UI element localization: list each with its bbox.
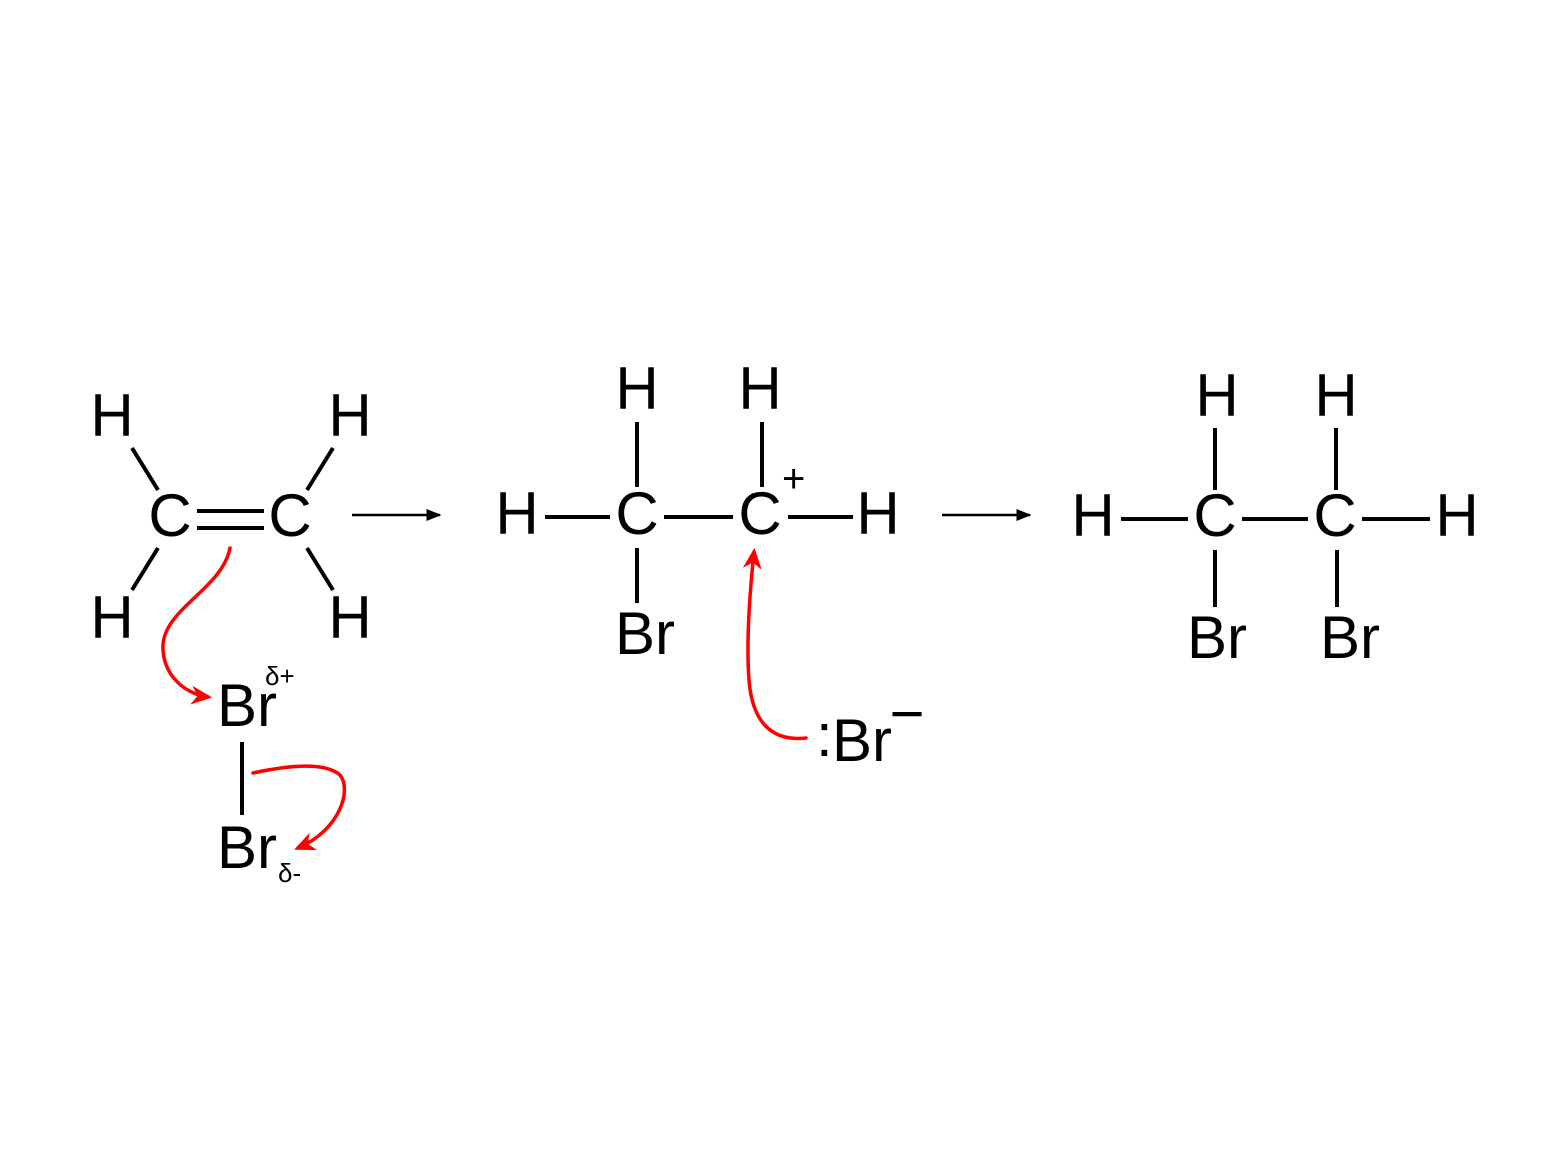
atom-c-cation: C bbox=[738, 480, 781, 547]
atom-br-attached: Br bbox=[615, 600, 675, 667]
atom-c-second-product: C bbox=[1313, 482, 1356, 549]
bromide-lone-pair: : bbox=[816, 702, 833, 769]
carbocation-charge: + bbox=[782, 457, 805, 501]
carbocation-intermediate: H C C H H H Br + bbox=[495, 355, 899, 667]
atom-h-top-left: H bbox=[90, 382, 133, 449]
atom-h-top-first-product: H bbox=[1195, 362, 1238, 429]
atom-c-first-product: C bbox=[1193, 482, 1236, 549]
atom-br-bottom: Br bbox=[217, 814, 277, 881]
curly-arrow-pi-to-br bbox=[161, 546, 232, 705]
bond-c-h-bottom-right bbox=[305, 546, 335, 592]
atom-h-top-first: H bbox=[615, 355, 658, 422]
atom-c-right: C bbox=[268, 482, 311, 549]
atom-h-bottom-left: H bbox=[90, 584, 133, 651]
atom-br-second-product: Br bbox=[1320, 604, 1380, 671]
bromide-charge: − bbox=[889, 680, 924, 747]
atom-br-first-product: Br bbox=[1187, 604, 1247, 671]
atom-c-left: C bbox=[148, 482, 191, 549]
bromide-ion: : Br − bbox=[816, 680, 925, 774]
atom-h-left: H bbox=[495, 480, 538, 547]
bond-c-h-bottom-left bbox=[130, 546, 160, 592]
atom-h-top-second-product: H bbox=[1314, 362, 1357, 429]
atom-c-first: C bbox=[615, 480, 658, 547]
atom-h-bottom-right: H bbox=[328, 584, 371, 651]
bond-c-h-top-right bbox=[305, 446, 335, 492]
curly-arrow-bromide-to-cation bbox=[742, 547, 808, 741]
ethene-molecule: H H C C H H bbox=[90, 382, 371, 651]
dibromoethane-product: H C C H H H Br Br bbox=[1071, 362, 1478, 671]
atom-h-right-product: H bbox=[1435, 482, 1478, 549]
atom-h-right: H bbox=[856, 480, 899, 547]
partial-charge-negative: δ- bbox=[278, 858, 301, 888]
atom-br-top: Br bbox=[217, 672, 277, 739]
atom-h-top-right: H bbox=[328, 382, 371, 449]
partial-charge-positive: δ+ bbox=[265, 661, 295, 691]
atom-br-bromide: Br bbox=[832, 707, 892, 774]
curly-arrow-bond-to-br bbox=[251, 764, 347, 851]
bromine-molecule: Br δ+ Br δ- bbox=[217, 661, 301, 888]
atom-h-left-product: H bbox=[1071, 482, 1114, 549]
atom-h-top-cation: H bbox=[738, 355, 781, 422]
bond-c-h-top-left bbox=[130, 446, 160, 492]
